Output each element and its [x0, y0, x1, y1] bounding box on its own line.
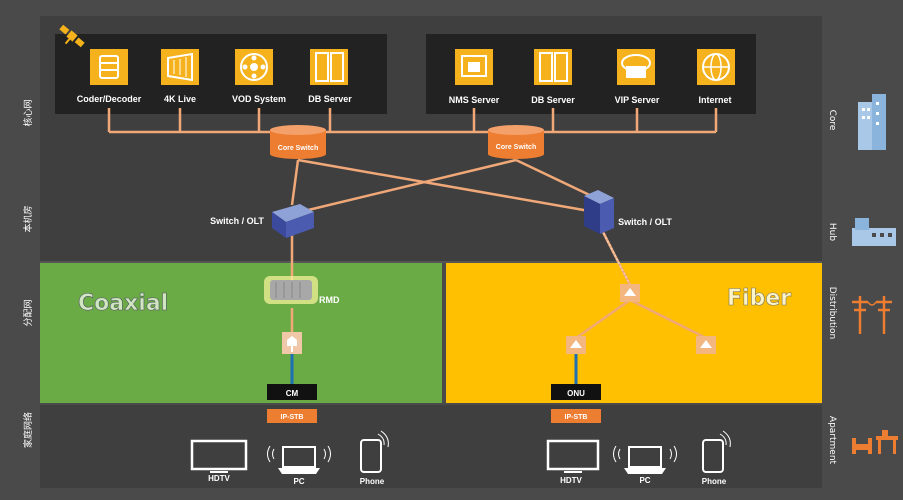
stb-box-fiber [551, 409, 601, 423]
hdtv-icon [190, 439, 248, 473]
utility-pole-icon [852, 296, 892, 334]
server-internet: Internet [697, 49, 735, 105]
right-label-distribution: Distribution [827, 287, 837, 340]
pc-label: PC [639, 476, 650, 485]
furniture-icon [852, 430, 898, 454]
onu-label: ONU [567, 389, 585, 398]
server-db-left: DB Server [308, 49, 352, 104]
core-switch-right: Core Switch [488, 125, 544, 159]
hdtv-label: HDTV [560, 476, 582, 485]
server-nms: NMS Server [449, 49, 500, 105]
coaxial-region [40, 263, 442, 403]
server-label: Internet [698, 95, 731, 105]
right-label-apartment: Apartment [827, 416, 837, 465]
server-label: 4K Live [164, 94, 196, 104]
phone-label: Phone [360, 477, 385, 486]
fiber-title: Fiber [727, 286, 791, 311]
phone-icon [360, 430, 389, 473]
olt-right-icon [584, 190, 614, 234]
core-switch-left: Core Switch [270, 125, 326, 159]
hub-building-icon [852, 218, 896, 246]
backbone-links [107, 108, 718, 340]
left-label-distribution: 分配网 [23, 299, 34, 326]
server-label: VIP Server [615, 95, 660, 105]
right-label-hub: Hub [827, 223, 837, 241]
right-label-core: Core [827, 110, 837, 131]
pc-label: PC [293, 477, 304, 486]
stb-label: IP-STB [565, 414, 588, 421]
fiber-splitter-icon [566, 336, 586, 354]
server-vip: VIP Server [615, 49, 660, 105]
building-icon [858, 94, 886, 150]
fiber-splitter-icon [696, 336, 716, 354]
rmd-device-icon [264, 276, 318, 304]
laptop-icon [267, 445, 331, 474]
stb-label: IP-STB [281, 414, 304, 421]
stb-box-coax [267, 409, 317, 423]
onu-box [551, 384, 601, 400]
left-label-home: 家庭网络 [22, 412, 34, 448]
cm-box [267, 384, 317, 400]
phone-icon [702, 430, 731, 473]
fiber-splitter-icon [620, 284, 640, 302]
laptop-icon [613, 445, 677, 474]
apartment-band [40, 405, 822, 488]
left-label-core: 核心网 [22, 99, 34, 126]
hdtv-icon [546, 439, 600, 473]
coaxial-title: Coaxial [78, 291, 168, 316]
server-label: DB Server [308, 94, 352, 104]
core-switch-label: Core Switch [496, 144, 536, 151]
hdtv-label: HDTV [208, 474, 230, 483]
server-db-right: DB Server [531, 49, 575, 105]
server-label: NMS Server [449, 95, 500, 105]
cm-label: CM [286, 389, 299, 398]
server-coder-decoder: Coder/Decoder [77, 49, 142, 104]
core-switch-label: Core Switch [278, 145, 318, 152]
coax-tap-icon [282, 332, 302, 354]
server-vod-system: VOD System [232, 49, 286, 104]
server-4k-live: 4K Live [161, 49, 199, 104]
phone-label: Phone [702, 477, 727, 486]
rmd-label: RMD [319, 295, 340, 305]
olt-left-icon [272, 204, 314, 238]
left-label-hub: 本机房 [22, 205, 34, 232]
server-label: DB Server [531, 95, 575, 105]
server-label: VOD System [232, 94, 286, 104]
olt-left-label: Switch / OLT [210, 216, 264, 226]
server-label: Coder/Decoder [77, 94, 142, 104]
satellite-icon [59, 24, 85, 48]
olt-right-label: Switch / OLT [618, 217, 672, 227]
